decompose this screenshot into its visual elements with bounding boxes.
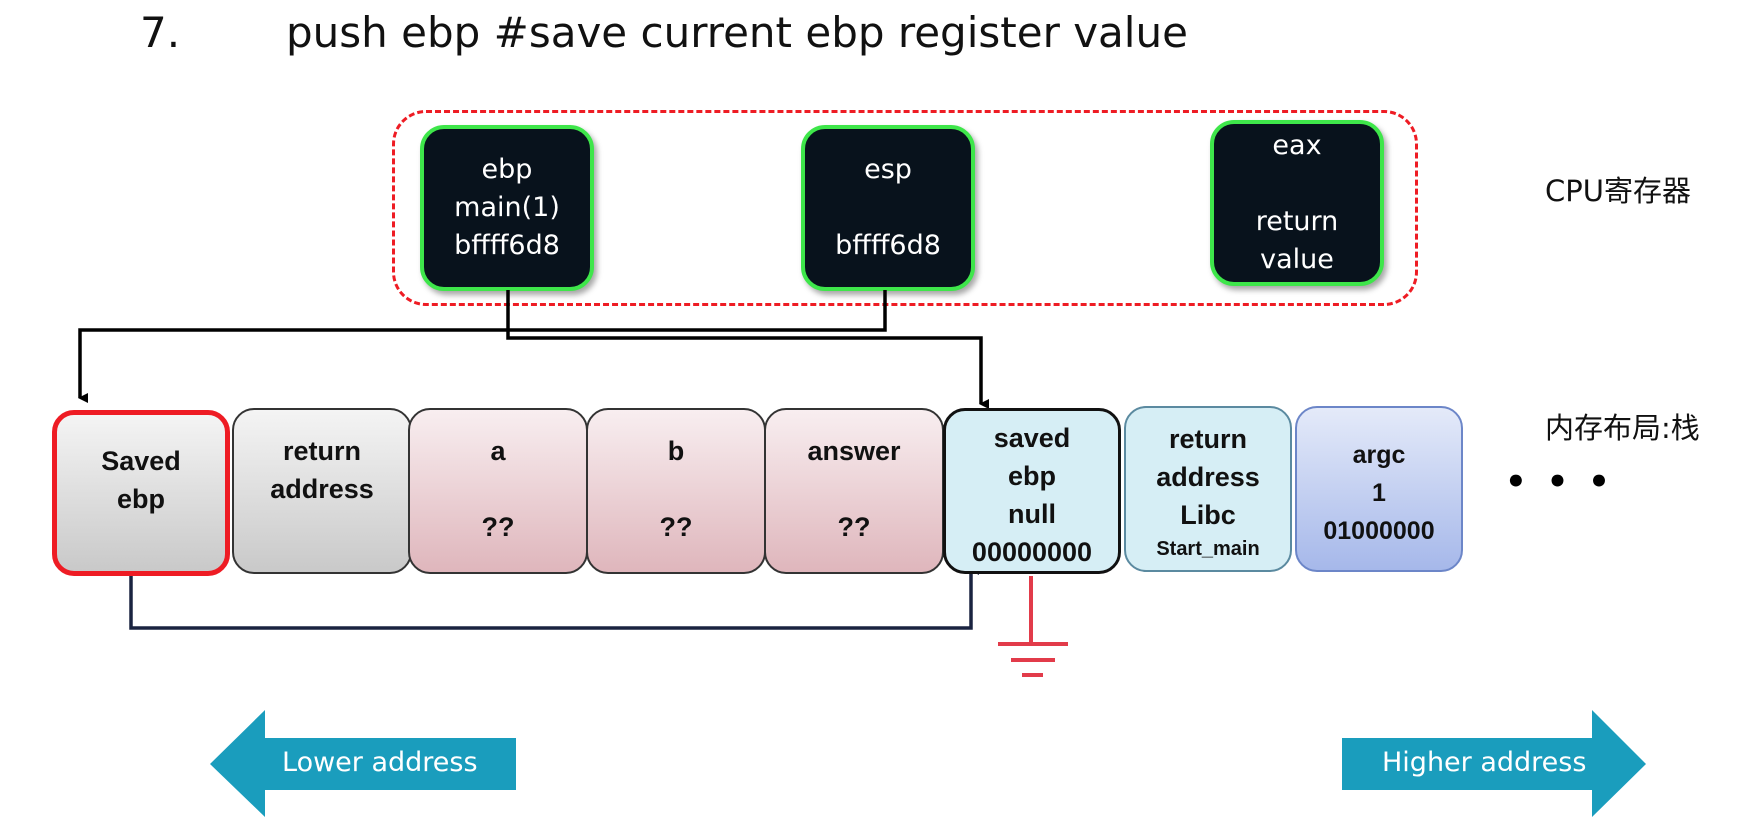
stack-cell-libc-return-line2: address [1156,462,1260,492]
stack-cell-a-value: ?? [481,512,515,542]
register-ebp-frame: main(1) [454,192,560,223]
saved-ebp-pointer-arrow [129,565,979,630]
stack-cell-libc-return-address: return address Libc Start_main [1124,406,1292,572]
stack-cell-a-blank [410,470,586,508]
register-esp-value: bffff6d8 [835,230,941,261]
stack-cell-b-name: b [667,436,685,466]
stack-cell-argc: argc 1 01000000 [1295,406,1463,572]
stack-cell-main-saved-ebp-line3: null [1008,499,1056,529]
ellipsis-more-stack: • • • [1505,462,1614,502]
stack-cell-b: b ?? [586,408,766,574]
stack-cell-main-saved-ebp-line2: ebp [1007,461,1056,491]
register-eax-value-line2: value [1260,244,1334,275]
page-title: push ebp #save current ebp register valu… [286,8,1188,57]
null-ground-symbol [998,576,1068,677]
lower-address-label: Lower address [282,747,478,778]
stack-cell-a: a ?? [408,408,588,574]
register-eax-value-line1: return [1255,206,1339,237]
stack-cell-answer-name: answer [807,436,901,466]
stack-cell-b-blank [588,470,764,508]
stack-cell-libc-return-line3: Libc [1180,500,1236,530]
cpu-registers-label: CPU寄存器 [1545,174,1691,208]
stack-cell-argc-hex: 01000000 [1323,517,1435,545]
stack-cell-argc-name: argc [1352,441,1406,469]
register-ebp-value: bffff6d8 [454,230,560,261]
esp-to-stack-arrow [78,290,887,403]
memory-stack-label: 内存布局:栈 [1545,411,1700,445]
stack-cell-b-value: ?? [659,512,693,542]
stack-cell-answer: answer ?? [764,408,944,574]
stack-cell-saved-ebp: Saved ebp [52,410,230,576]
register-esp-name: esp [864,154,912,185]
ebp-to-stack-arrow [506,290,989,409]
stack-cell-a-name: a [490,436,506,466]
stack-cell-main-saved-ebp-value: 00000000 [971,537,1093,567]
register-esp: esp bffff6d8 [801,125,975,291]
stack-cell-return-address-line2: address [270,474,374,504]
stack-cell-answer-blank [766,470,942,508]
stack-cell-argc-value: 1 [1372,479,1386,507]
register-ebp-name: ebp [481,154,533,185]
stack-cell-main-saved-ebp: saved ebp null 00000000 [943,408,1121,574]
stack-cell-libc-return-line4: Start_main [1156,538,1260,560]
stack-cell-libc-return-line1: return [1168,424,1247,454]
step-number: 7. [140,8,181,57]
higher-address-arrow [1342,710,1646,817]
stack-cell-return-address-line1: return [282,436,361,466]
stack-cell-main-saved-ebp-line1: saved [993,423,1071,453]
register-eax: eax return value [1210,120,1384,286]
stack-cell-saved-ebp-line1: Saved [101,446,181,476]
cpu-register-group [392,110,1418,306]
stack-cell-return-address: return address [232,408,412,574]
stack-cell-answer-value: ?? [837,512,871,542]
register-eax-name: eax [1272,130,1322,161]
register-ebp: ebp main(1) bffff6d8 [420,125,594,291]
lower-address-arrow [210,710,516,817]
stack-cell-saved-ebp-line2: ebp [116,484,165,514]
higher-address-label: Higher address [1382,747,1587,778]
